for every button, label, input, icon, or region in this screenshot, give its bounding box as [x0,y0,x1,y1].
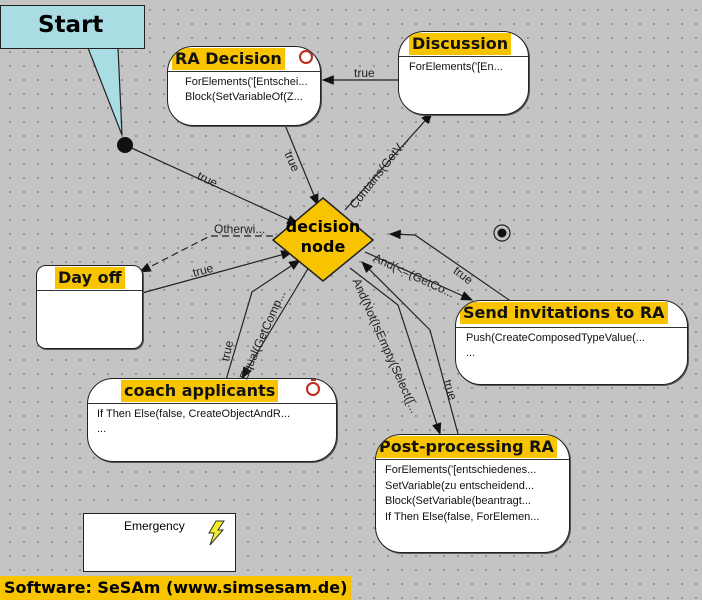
state-discussion[interactable]: Discussion ForElements('[En... [398,31,529,115]
action-line: ForElements('[En... [409,61,503,73]
state-title: Post-processing RA [376,436,557,458]
action-line: Block(SetVariable(beantragt... [385,495,531,507]
edge-decision-to-discussion[interactable] [344,112,433,211]
state-ra-decision[interactable]: RA Decision ForElements('[Entschei... Blo… [167,46,321,126]
edge-send-to-decision[interactable] [388,229,513,303]
edge-coach-to-decision[interactable] [225,259,301,381]
footer-credit: Software: SeSAm (www.simsesam.de) [0,576,352,600]
state-coach-applicants[interactable]: coach applicants If Then Else(false, Cre… [87,378,337,462]
emergency-box[interactable]: Emergency [83,513,236,572]
edge-post-to-decision[interactable] [361,261,459,435]
state-title: Day off [55,267,125,289]
state-title: Send invitations to RA [460,302,668,324]
decision-node-shape[interactable] [271,197,375,282]
decision-label-line1: decision [285,217,361,236]
state-send-invitations[interactable]: Send invitations to RA Push(CreateCompos… [455,300,688,385]
state-post-processing[interactable]: Post-processing RA ForElements('[entschi… [375,434,570,553]
action-line: SetVariable(zu entscheidend... [385,479,534,492]
timer-icon [299,47,313,64]
final-state-dot [497,228,507,238]
action-line: Push(CreateComposedTypeValue(... [466,332,645,344]
initial-state [117,137,133,153]
final-state [493,224,511,242]
timer-icon [306,379,320,396]
action-line: If Then Else(false, CreateObjectAndR... [97,408,290,420]
edge-decision-to-dayoff[interactable] [138,235,273,273]
lightning-icon [208,520,225,546]
action-line: Block(SetVariableOf(Z... [185,91,303,103]
edge-dayoff-to-decision[interactable] [141,250,294,294]
decision-label-line2: node [300,237,346,256]
edge-label-discussion-true: true [354,66,375,80]
action-line: ... [466,347,476,359]
decision-node-label[interactable]: decision node [283,217,363,257]
action-line: ... [97,423,107,435]
state-title: RA Decision [172,48,285,70]
start-callout-pointer [87,47,123,136]
state-day-off[interactable]: Day off [36,265,143,349]
edge-decision-to-coach[interactable] [241,261,313,380]
state-title: Discussion [409,33,512,55]
start-label: Start [38,12,104,38]
emergency-label: Emergency [124,519,185,533]
edge-label-otherwise: Otherwi... [214,222,266,236]
action-line: ForElements('[Entschei... [185,76,308,88]
edge-start-to-decision[interactable] [124,144,300,225]
start-callout [0,5,145,49]
action-line: ForElements('[entschiedenes... [385,464,537,476]
edge-decision-to-send[interactable] [364,251,474,301]
state-title: coach applicants [121,380,279,402]
edge-decision-to-post[interactable] [349,267,442,436]
edge-ra-to-decision[interactable] [284,124,319,207]
action-line: If Then Else(false, ForElemen... [385,510,540,523]
